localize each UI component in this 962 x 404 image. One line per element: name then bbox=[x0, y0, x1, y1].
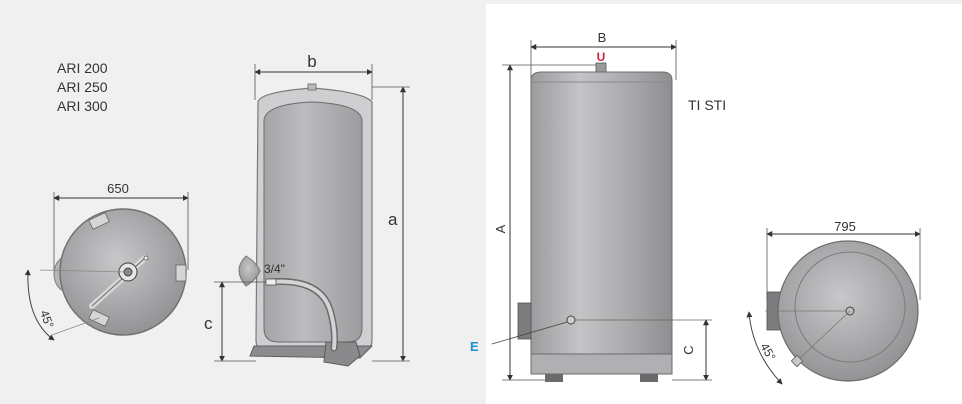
tisti-front-view: B A U E C TI STI bbox=[470, 30, 726, 382]
model-list-item: ARI 250 bbox=[57, 79, 108, 95]
side-heater-box bbox=[517, 302, 532, 340]
side-height-label: a bbox=[388, 210, 398, 229]
tank-base bbox=[530, 353, 673, 375]
ari-top-view: 650 45° bbox=[24, 181, 189, 341]
top-center-nozzle bbox=[845, 306, 855, 316]
top-nozzle bbox=[307, 83, 317, 91]
inlet-height-label: C bbox=[681, 345, 696, 354]
side-width-label: b bbox=[307, 52, 316, 71]
model-list-item: ARI 300 bbox=[57, 98, 108, 114]
front-width-label: B bbox=[598, 30, 607, 45]
top-view-angle-label: 45° bbox=[37, 308, 56, 330]
model-list: ARI 200 ARI 250 ARI 300 bbox=[57, 59, 108, 116]
connection-height-label: c bbox=[204, 314, 213, 333]
top-fitting bbox=[88, 212, 110, 230]
tisti-model-label: TI STI bbox=[688, 97, 726, 113]
outlet-label: U bbox=[597, 50, 606, 64]
right-foot bbox=[640, 374, 658, 382]
top-angle-arc bbox=[746, 311, 783, 385]
tank-body bbox=[530, 71, 673, 361]
inlet-connection bbox=[566, 315, 576, 325]
inlet-label: E bbox=[470, 339, 479, 354]
angle-arc bbox=[24, 269, 55, 341]
flexible-hose bbox=[268, 279, 337, 350]
tisti-top-view: 795 45° bbox=[746, 219, 921, 385]
ari-side-view: b a 3/4" c bbox=[204, 52, 410, 367]
inner-tank bbox=[263, 101, 363, 343]
thread-size-label: 3/4" bbox=[264, 262, 285, 276]
top-width-label: 795 bbox=[834, 219, 856, 234]
left-foot bbox=[545, 374, 563, 382]
tank-top-inner-ring bbox=[794, 251, 906, 363]
front-height-label: A bbox=[493, 224, 508, 233]
side-heater-flange bbox=[238, 255, 261, 287]
top-view-width-label: 650 bbox=[107, 181, 129, 196]
right-fitting bbox=[175, 264, 187, 282]
model-list-item: ARI 200 bbox=[57, 60, 108, 76]
drain-valve bbox=[323, 341, 361, 367]
